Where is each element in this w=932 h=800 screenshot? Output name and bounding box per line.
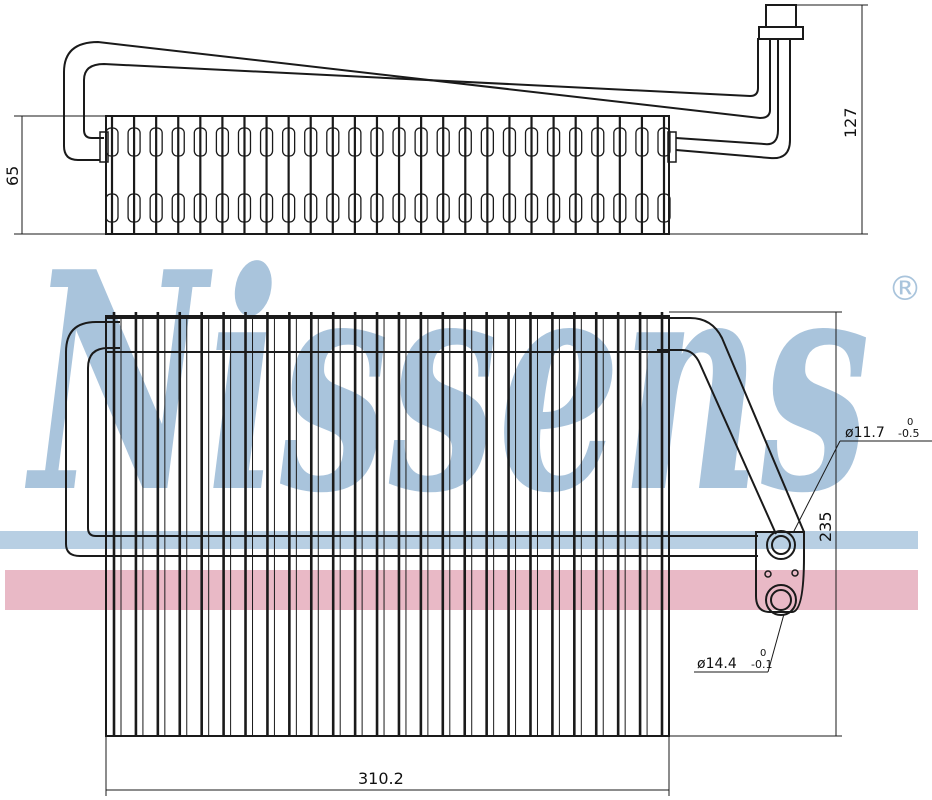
top-plate-dimple-lower [105,193,119,223]
dim-width-label: 310.2 [358,769,404,788]
front-pipe-right-inner [657,349,777,535]
top-plate-dimple-upper [259,127,274,157]
top-plate-dimple-upper [127,127,141,157]
top-plate-dimple-lower [502,193,517,223]
top-plate-dimple-upper [171,127,185,157]
top-plate-dimple-upper [414,127,428,157]
front-pipe-right-outer [657,317,805,533]
top-plate-dimple-upper [546,127,561,157]
top-plate-dimple-upper [569,127,583,157]
top-pipe-outer [63,38,771,161]
top-plate-dimple-lower [281,193,296,223]
inlet-port-inner [770,589,792,611]
outlet-leader-diagonal [792,440,841,534]
top-fins [105,116,671,234]
top-plate-dimple-upper [281,127,296,157]
top-plate-dimple-lower [524,193,539,223]
front-fitting-block [755,531,805,613]
top-plate-dimple-lower [458,193,472,223]
top-plate-dimple-lower [171,193,185,223]
top-plate-dimple-upper [215,127,230,157]
front-view: 235 310.2 ø11.7 0 -0.5 ø14.4 0 -0.1 [65,311,932,796]
top-fitting-nut [765,4,797,28]
top-fitting-flange [758,26,804,40]
top-plate-dimple-upper [480,127,495,157]
top-pipe-lower-run [675,38,791,160]
inlet-upper-tolerance: 0 [760,648,766,659]
watermark-registered-mark: ® [888,269,922,309]
outlet-port-outer [766,530,796,560]
top-plate-dimple-upper [304,127,318,157]
top-plate-dimple-upper [370,127,384,157]
top-plate-dimple-upper [392,127,406,157]
inlet-port-outer [765,584,797,616]
front-fins [112,312,670,736]
top-plate-dimple-lower [480,193,495,223]
top-plate-dimple-lower [149,193,163,223]
top-plate-dimple-lower [193,193,207,223]
top-plate-dimple-upper [193,127,207,157]
dim-height-label: 235 [816,511,835,542]
top-plate-dimple-lower [370,193,384,223]
top-plate-dimple-lower [392,193,406,223]
top-plate-dimple-lower [215,193,230,223]
top-plate-dimple-upper [591,127,605,157]
top-plate-dimple-upper [436,127,450,157]
top-plate-dimple-lower [237,193,252,223]
top-plate-dimple-lower [127,193,141,223]
outlet-port-inner [771,535,791,555]
front-pipe-loop-inner [87,347,758,537]
outlet-lower-tolerance: -0.5 [898,427,919,440]
top-plate-dimple-upper [635,127,649,157]
top-plate-dimple-lower [657,193,671,223]
inlet-leader-diagonal [767,613,785,673]
top-plate-dimple-upper [524,127,539,157]
top-plate-dimple-lower [326,193,340,223]
top-plate-dimple-lower [259,193,274,223]
bolt-hole-right [791,569,799,577]
dim-depth-label: 65 [3,166,22,186]
nissens-watermark: Nissens ® [0,206,922,610]
top-view: 65 127 [3,4,868,235]
top-core [105,115,670,235]
top-plate-dimple-upper [613,127,627,157]
top-plate-dimple-lower [569,193,583,223]
top-plate-dimple-lower [414,193,428,223]
top-plate-dimple-upper [458,127,472,157]
front-pipe-loop-outer [65,321,758,557]
bolt-hole-left [764,570,772,578]
outlet-upper-tolerance: 0 [907,417,913,428]
top-pipe-inner [83,38,759,139]
top-pipe-lower-run-inner [675,38,779,146]
top-plate-dimple-lower [348,193,362,223]
top-plate-dimple-upper [149,127,163,157]
top-left-cap [99,131,109,163]
top-plate-dimple-lower [304,193,318,223]
inlet-diameter-label: ø14.4 [697,656,737,672]
top-right-cap [667,131,677,163]
top-plate-dimple-upper [348,127,362,157]
top-plate-dimple-lower [546,193,561,223]
top-plate-dimple-lower [591,193,605,223]
top-plate-dimple-lower [613,193,627,223]
top-plate-dimple-lower [436,193,450,223]
watermark-logo-text: Nissens [24,206,870,559]
top-plate-dimple-upper [105,127,119,157]
inlet-lower-tolerance: -0.1 [751,658,772,671]
top-plate-dimple-upper [326,127,340,157]
dim-overall-height-label: 127 [841,107,860,138]
front-header-tank [105,315,670,353]
top-plate-dimple-lower [635,193,649,223]
top-plate-dimple-upper [502,127,517,157]
outlet-diameter-label: ø11.7 [845,425,885,441]
top-plate-dimple-upper [657,127,671,157]
top-plate-dimple-upper [237,127,252,157]
